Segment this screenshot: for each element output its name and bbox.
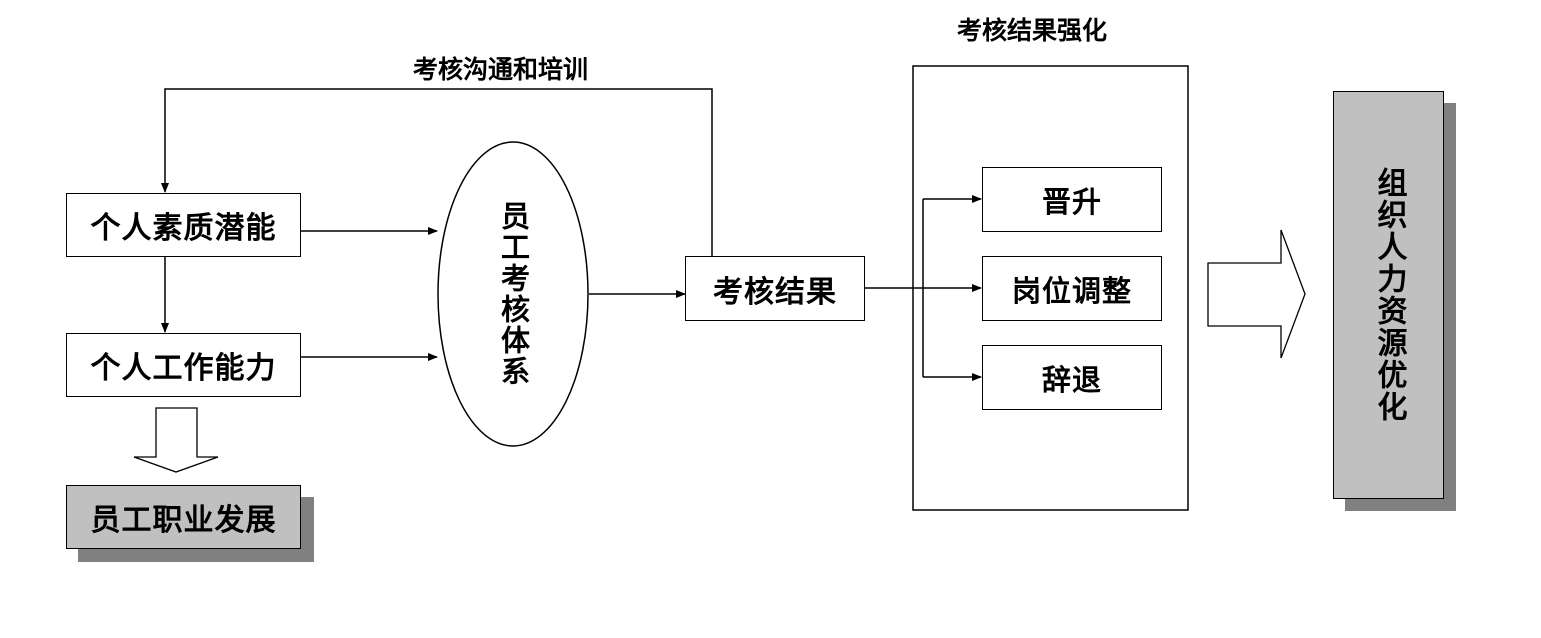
- hr-optimization-node: 组织人力资源优化: [1333, 91, 1444, 499]
- reinforcement-title: 考核结果强化: [957, 16, 1108, 45]
- feedback-loop-label: 考核沟通和培训: [413, 55, 589, 84]
- personal-potential-node: 个人素质潜能: [66, 193, 301, 257]
- evaluation-result-node: 考核结果: [685, 256, 865, 321]
- evaluation-system-oval: [437, 141, 589, 447]
- position-adjustment-node: 岗位调整: [982, 256, 1162, 321]
- optimization-right-arrow-icon: [1207, 229, 1306, 359]
- career-development-node: 员工职业发展: [66, 485, 301, 549]
- career-down-arrow-icon: [133, 407, 219, 473]
- evaluation-system-text: 员工考核体系: [496, 201, 531, 387]
- promotion-node: 晋升: [982, 167, 1162, 232]
- reinforcement-container: [912, 65, 1189, 511]
- feedback-loop-connector: [161, 88, 713, 257]
- dismissal-node: 辞退: [982, 345, 1162, 410]
- hr-optimization-text: 组织人力资源优化: [1371, 167, 1407, 423]
- work-ability-node: 个人工作能力: [66, 333, 301, 397]
- evaluation-system-label: 员工考核体系: [438, 142, 588, 446]
